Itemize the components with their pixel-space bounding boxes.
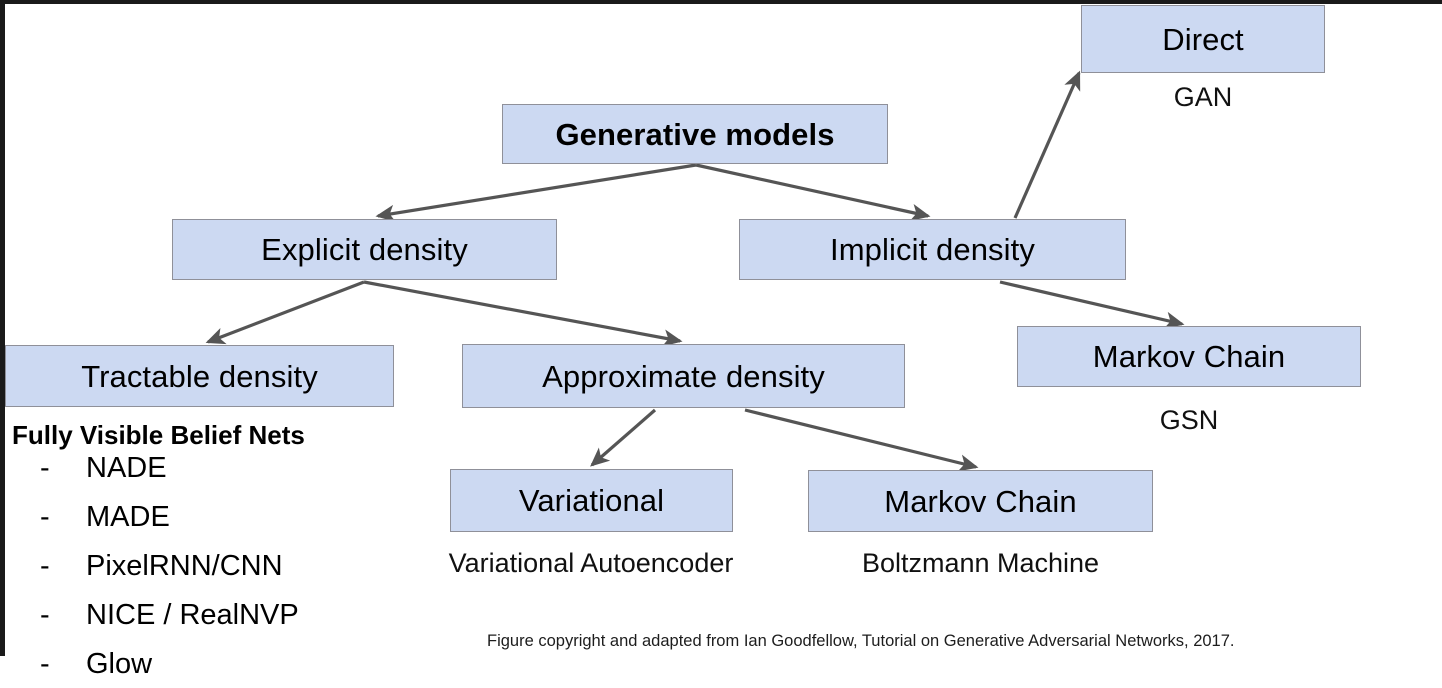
- node-markov-chain-implicit-label: Markov Chain: [1092, 339, 1286, 374]
- list-item-label: MADE: [86, 501, 170, 533]
- node-implicit-density[interactable]: Implicit density: [739, 219, 1126, 280]
- edge-implicit-to-direct: [1013, 70, 1081, 219]
- sublabel-variational-autoencoder-text: Variational Autoencoder: [448, 548, 734, 578]
- node-direct[interactable]: Direct: [1081, 5, 1325, 73]
- list-item-dash: -: [40, 648, 50, 680]
- list-item-label: NICE / RealNVP: [86, 599, 299, 631]
- edge-explicit-to-tractable: [205, 280, 365, 345]
- list-item: - NADE: [28, 452, 428, 501]
- tractable-list: - NADE - MADE - PixelRNN/CNN - NICE / Re…: [28, 452, 428, 688]
- figure-credit: Figure copyright and adapted from Ian Go…: [487, 632, 1235, 651]
- list-item: - NICE / RealNVP: [28, 599, 428, 648]
- list-item-dash: -: [40, 501, 50, 533]
- edge-implicit-to-markov-gsn: [999, 280, 1185, 329]
- node-implicit-density-label: Implicit density: [830, 232, 1035, 267]
- list-item-label: PixelRNN/CNN: [86, 550, 283, 582]
- list-item: - Glow: [28, 648, 428, 688]
- node-variational[interactable]: Variational: [450, 469, 733, 532]
- list-item: - PixelRNN/CNN: [28, 550, 428, 599]
- sublabel-markov-gsn: GSN: [1017, 405, 1361, 436]
- list-item-label: NADE: [86, 452, 167, 484]
- node-generative-models[interactable]: Generative models: [502, 104, 888, 164]
- node-explicit-density-label: Explicit density: [261, 232, 468, 267]
- list-item: - MADE: [28, 501, 428, 550]
- node-markov-chain-approximate-label: Markov Chain: [884, 483, 1077, 519]
- node-approximate-density-label: Approximate density: [542, 358, 825, 394]
- node-generative-models-label: Generative models: [555, 116, 835, 152]
- node-approximate-density[interactable]: Approximate density: [462, 344, 905, 408]
- edge-approximate-to-markov-boltzmann: [744, 408, 979, 472]
- sublabel-boltzmann-machine: Boltzmann Machine: [808, 548, 1153, 579]
- edge-root-to-explicit: [375, 163, 697, 222]
- sublabel-boltzmann-machine-text: Boltzmann Machine: [861, 548, 1100, 578]
- list-item-dash: -: [40, 550, 50, 582]
- node-markov-chain-implicit[interactable]: Markov Chain: [1017, 326, 1361, 387]
- list-item-label: Glow: [86, 648, 153, 680]
- node-tractable-density-label: Tractable density: [81, 358, 318, 394]
- node-markov-chain-approximate[interactable]: Markov Chain: [808, 470, 1153, 532]
- slide-frame-top-border: [0, 0, 1442, 4]
- sublabel-markov-gsn-text: GSN: [1159, 405, 1219, 435]
- list-item-dash: -: [40, 599, 50, 631]
- tractable-list-title-text: Fully Visible Belief Nets: [12, 420, 305, 450]
- sublabel-direct-gan-text: GAN: [1173, 82, 1233, 112]
- slide-frame-left-border: [0, 4, 5, 656]
- sublabel-variational-autoencoder: Variational Autoencoder: [411, 548, 771, 579]
- edge-explicit-to-approximate: [363, 280, 683, 347]
- node-variational-label: Variational: [518, 483, 665, 518]
- node-explicit-density[interactable]: Explicit density: [172, 219, 557, 280]
- list-item-dash: -: [40, 452, 50, 484]
- sublabel-direct-gan: GAN: [1081, 82, 1325, 113]
- edge-approximate-to-variational: [590, 408, 657, 467]
- figure-credit-text: Figure copyright and adapted from Ian Go…: [487, 632, 1235, 650]
- node-direct-label: Direct: [1162, 21, 1244, 57]
- edge-root-to-implicit: [695, 163, 931, 221]
- tractable-list-title: Fully Visible Belief Nets: [12, 420, 305, 451]
- node-tractable-density[interactable]: Tractable density: [5, 345, 394, 407]
